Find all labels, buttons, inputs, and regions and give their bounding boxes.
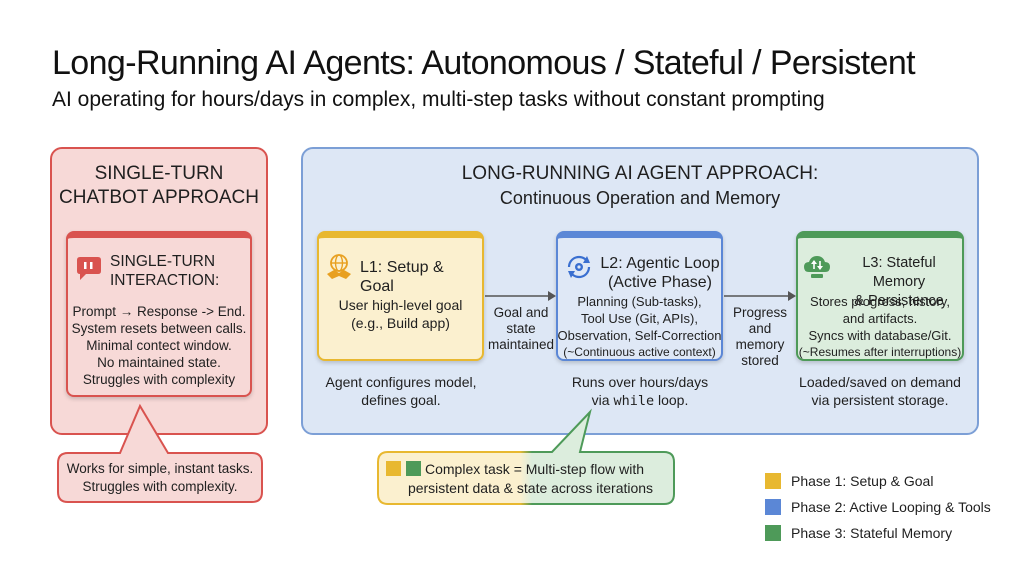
long-running-panel-subtitle: Continuous Operation and Memory xyxy=(499,188,781,208)
left-callout-text: Works for simple, instant tasks. Struggl… xyxy=(58,460,262,496)
l2-caption-line2: via while loop. xyxy=(545,391,735,410)
arrow2-label-line: memory xyxy=(735,337,785,352)
left-callout-bubble xyxy=(57,403,263,503)
single-turn-panel-title: SINGLE-TURN CHATBOT APPROACH xyxy=(50,162,268,210)
left-callout-line2: Struggles with complexity. xyxy=(82,479,238,494)
arrow1-label-line: Goal and xyxy=(493,305,549,320)
l1-caption-line1: Agent configures model, xyxy=(325,374,477,390)
l1-setup-card xyxy=(317,231,484,361)
l3-title-line1: L3: Stateful Memory xyxy=(862,255,936,290)
legend-label: Phase 2: Active Looping & Tools xyxy=(791,499,991,515)
l2-agentic-loop-card xyxy=(556,231,723,361)
single-turn-line: Prompt → Response -> End. xyxy=(72,304,246,319)
l1-body-line2: (e.g., Build app) xyxy=(351,315,450,331)
l2-body-line: (~Continuous active context) xyxy=(563,345,716,359)
l2-caption-line1: Runs over hours/days xyxy=(571,374,709,390)
arrow1-label-line: state xyxy=(506,321,536,336)
l3-caption-line2: via persistent storage. xyxy=(811,392,949,408)
legend: Phase 1: Setup & Goal Phase 2: Active Lo… xyxy=(765,472,991,542)
l2-caption-pre: via xyxy=(591,392,614,408)
single-turn-line: System resets between calls. xyxy=(71,321,247,336)
l2-body-line: Tool Use (Git, APIs), xyxy=(580,311,699,326)
arrow2-label: Progress and memory stored xyxy=(724,305,796,369)
legend-swatch xyxy=(765,499,781,515)
l3-caption-line1: Loaded/saved on demand xyxy=(799,374,961,390)
single-turn-card-title-line2: INTERACTION: xyxy=(110,272,220,289)
l1-caption: Agent configures model, defines goal. xyxy=(305,373,497,409)
bottom-callout-bubble xyxy=(377,408,675,505)
arrow-l2-l3-head xyxy=(788,291,796,301)
single-turn-line: Minimal contect window. xyxy=(86,338,232,353)
l2-body-line: Planning (Sub-tasks), xyxy=(577,294,702,309)
single-turn-title-line1: SINGLE-TURN xyxy=(94,163,224,184)
l1-caption-line2: defines goal. xyxy=(361,392,441,408)
single-turn-line: Struggles with complexity xyxy=(82,372,236,387)
legend-label: Phase 1: Setup & Goal xyxy=(791,473,934,489)
l3-card-body: Stores progress, history, and artifacts.… xyxy=(796,293,964,361)
l3-body-line: (~Resumes after interruptions) xyxy=(798,345,962,359)
single-turn-line: No maintained state. xyxy=(97,355,221,370)
l3-body-line: and artifacts. xyxy=(842,311,918,326)
chat-bubble-icon xyxy=(77,257,101,280)
single-turn-card-title: SINGLE-TURN INTERACTION: xyxy=(110,252,250,290)
arrow2-label-line: stored xyxy=(741,353,779,368)
l2-card-body: Planning (Sub-tasks), Tool Use (Git, API… xyxy=(556,293,723,361)
l3-stateful-memory-card xyxy=(796,231,964,361)
single-turn-card-title-line1: SINGLE-TURN xyxy=(110,253,216,270)
l2-card-title: L2: Agentic Loop (Active Phase) xyxy=(600,254,720,292)
bottom-callout-line1-wrap: Complex task = Multi-step flow with xyxy=(425,460,675,478)
bottom-callout-line2-wrap: persistent data & state across iteration… xyxy=(388,479,673,497)
loop-gear-icon xyxy=(567,255,591,279)
l3-caption: Loaded/saved on demand via persistent st… xyxy=(782,373,978,409)
legend-swatch xyxy=(765,525,781,541)
arrow2-label-line: and xyxy=(748,321,772,336)
legend-swatch xyxy=(765,473,781,489)
arrow-l1-l2-head xyxy=(548,291,556,301)
l3-body-line: Syncs with database/Git. xyxy=(808,328,952,343)
l2-caption-post: loop. xyxy=(654,392,689,408)
legend-item-phase2: Phase 2: Active Looping & Tools xyxy=(765,498,991,516)
l3-body-line: Stores progress, history, xyxy=(810,294,950,309)
l3-title-line2: & Persistence xyxy=(854,293,944,309)
l2-caption-code: while xyxy=(613,393,655,409)
bottom-callout-line2: persistent data & state across iteration… xyxy=(407,480,654,496)
legend-label: Phase 3: Stateful Memory xyxy=(791,525,953,541)
l2-title-line1: L2: Agentic Loop xyxy=(600,255,720,272)
l1-card-title: L1: Setup & Goal xyxy=(360,259,444,295)
arrow2-label-line: Progress xyxy=(732,305,788,320)
l3-card-title: L3: Stateful Memory & Persistence xyxy=(836,254,962,311)
l1-card-body: User high-level goal (e.g., Build app) xyxy=(317,296,484,332)
arrow1-label-line: maintained xyxy=(487,337,555,352)
callout-yellow-swatch xyxy=(386,461,401,476)
single-turn-title-line2: CHATBOT APPROACH xyxy=(59,187,259,208)
long-running-panel-title: LONG-RUNNING AI AGENT APPROACH: xyxy=(461,163,819,184)
left-callout-line1: Works for simple, instant tasks. xyxy=(66,461,254,476)
cloud-storage-icon xyxy=(804,256,830,278)
single-turn-card-body: Prompt → Response -> End. System resets … xyxy=(66,303,252,388)
bottom-callout-line1: Complex task = Multi-step flow with xyxy=(425,461,645,477)
handshake-globe-icon xyxy=(327,254,351,279)
page-subtitle: AI operating for hours/days in complex, … xyxy=(52,88,825,111)
l1-body-line1: User high-level goal xyxy=(338,297,463,313)
callout-green-swatch xyxy=(406,461,421,476)
page-title: Long-Running AI Agents: Autonomous / Sta… xyxy=(52,44,916,82)
l2-title-line2: (Active Phase) xyxy=(607,274,713,291)
l2-body-line: Observation, Self-Correction xyxy=(557,328,722,343)
l2-caption: Runs over hours/days via while loop. xyxy=(545,373,735,410)
legend-item-phase3: Phase 3: Stateful Memory xyxy=(765,524,991,542)
arrow1-label: Goal and state maintained xyxy=(484,305,558,353)
legend-item-phase1: Phase 1: Setup & Goal xyxy=(765,472,991,490)
